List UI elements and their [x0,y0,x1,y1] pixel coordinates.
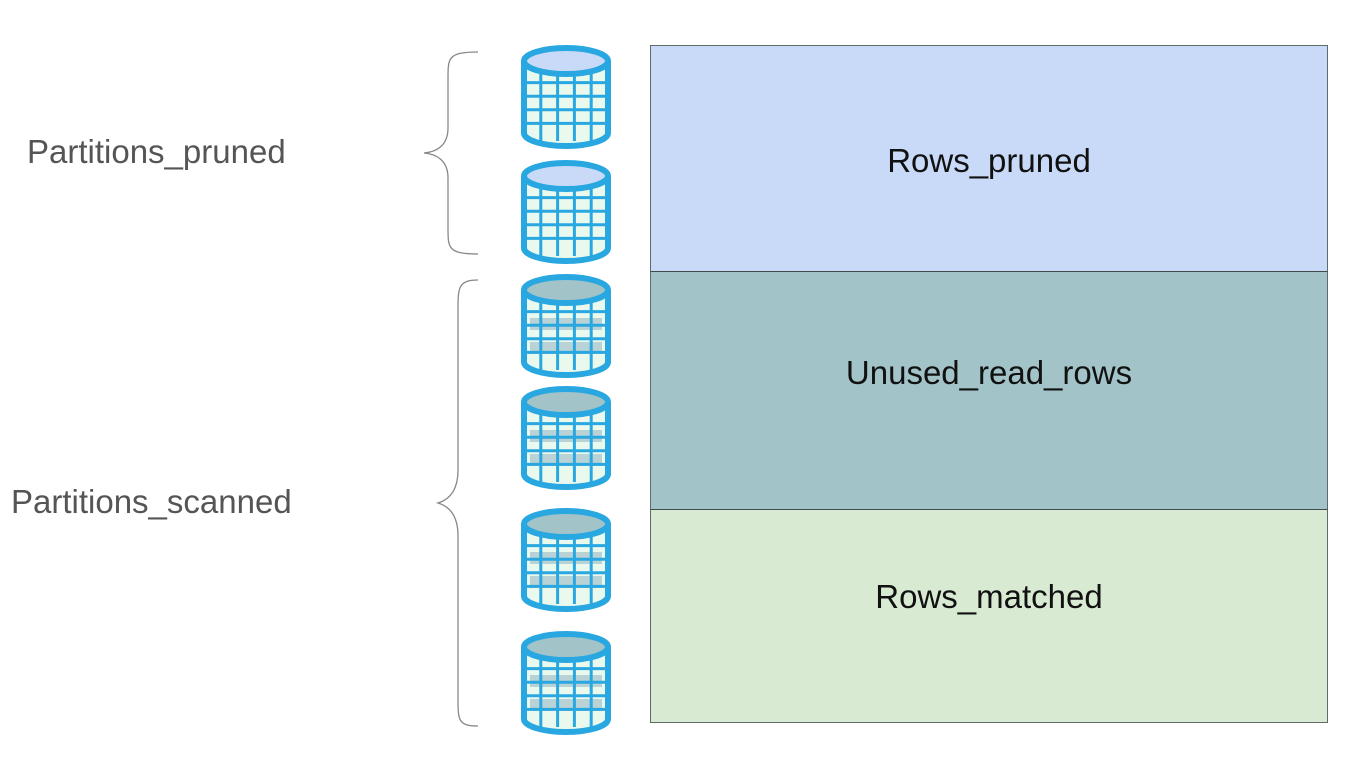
rows-matched-label: Rows_matched [875,578,1103,615]
unused-read-rows-band: Unused_read_rows [650,271,1328,510]
scanned-partition-database-icon [521,631,611,735]
unused-read-rows-label: Unused_read_rows [845,353,1133,391]
pruned-partition-database-icon [521,45,611,149]
rows-pruned-label: Rows_pruned [887,141,1091,179]
scanned-partition-database-icon [521,274,611,378]
scanned-partition-database-icon [521,508,611,612]
rows-pruned-band: Rows_pruned [650,45,1328,272]
partitions-pruned-label: Partitions_pruned [27,133,286,170]
pruned-partition-database-icon [521,160,611,264]
rows-matched-band: Rows_matched [650,509,1328,723]
scanned-partition-database-icon [521,386,611,490]
partitions-scanned-label: Partitions_scanned [11,483,292,520]
scanned-brace [435,279,479,727]
pruned-brace [423,51,479,255]
